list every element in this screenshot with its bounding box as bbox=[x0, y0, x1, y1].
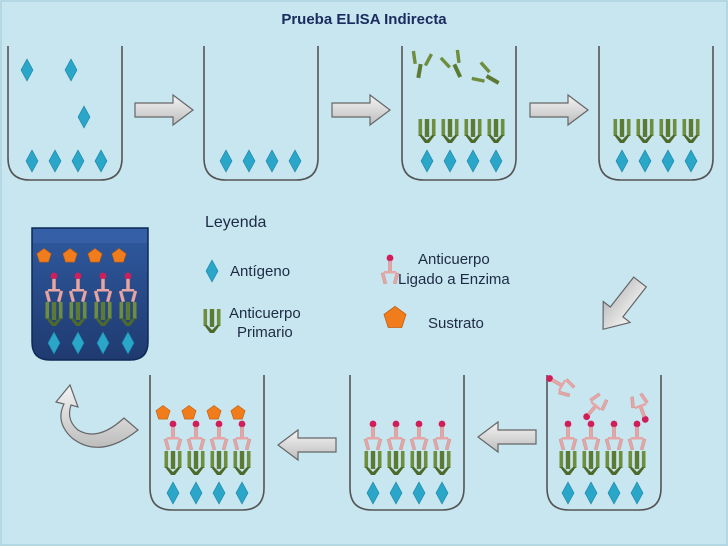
well-1 bbox=[7, 46, 123, 181]
legend-antigen-label: Antígeno bbox=[230, 263, 291, 280]
arrow-diagonal-down bbox=[602, 276, 648, 331]
well-5 bbox=[541, 368, 662, 511]
legend-substrate-label: Sustrato bbox=[428, 315, 484, 332]
legend-enzyme-line1: Anticuerpo bbox=[418, 251, 490, 268]
well-2 bbox=[203, 46, 319, 181]
legend-title: Leyenda bbox=[205, 214, 267, 231]
well-6 bbox=[349, 375, 465, 511]
legend-enzyme-line2: Ligado a Enzima bbox=[398, 271, 510, 288]
legend-primary-label: Anticuerpo Primario bbox=[229, 304, 301, 342]
legend-primary-line1: Anticuerpo bbox=[229, 305, 301, 322]
well-7 bbox=[149, 375, 265, 511]
arrow-curved-up bbox=[54, 383, 139, 448]
well-3 bbox=[401, 46, 517, 181]
legend-primary-line2: Primario bbox=[236, 324, 293, 341]
diagram-title: Prueba ELISA Indirecta bbox=[281, 11, 447, 28]
legend-enzyme-label: Anticuerpo Ligado a Enzima bbox=[398, 250, 510, 290]
well-4 bbox=[598, 46, 714, 181]
result-well bbox=[31, 227, 149, 361]
legend-substrate-icon bbox=[383, 305, 407, 328]
